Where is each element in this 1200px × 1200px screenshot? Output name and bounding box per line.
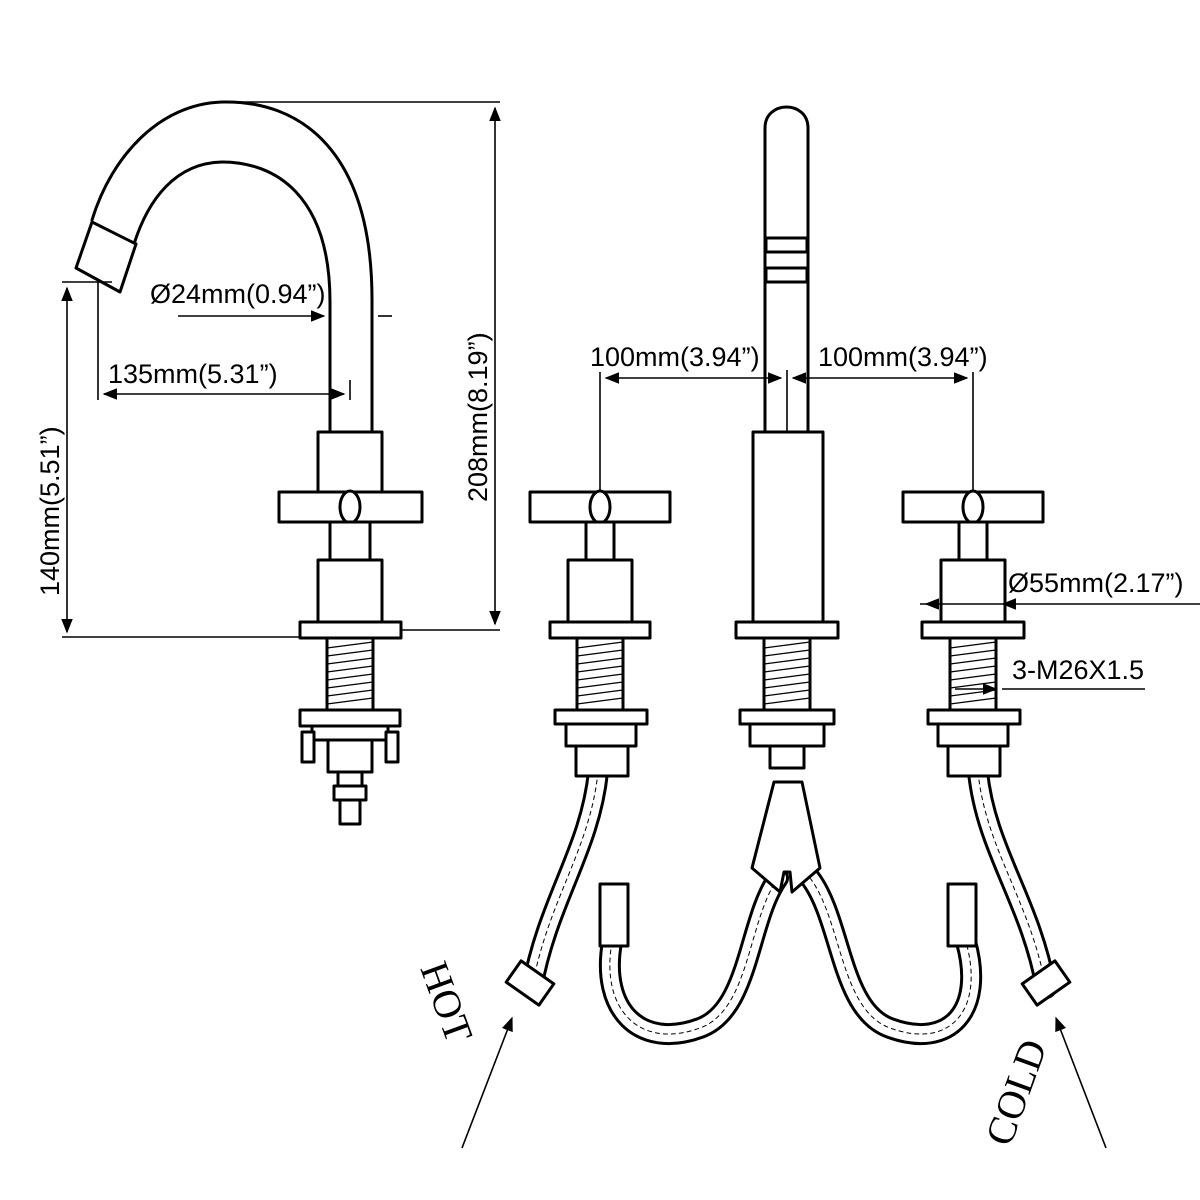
side-base-plate — [298, 620, 403, 640]
right-hose-ferrule — [946, 882, 978, 948]
spout-diameter-label: Ø24mm(0.94”) — [150, 279, 326, 309]
side-handle-cap — [338, 489, 362, 525]
side-connector — [336, 770, 364, 788]
right-base-plate — [920, 620, 1026, 640]
left-base-plate — [548, 620, 652, 640]
right-nut-plate — [926, 708, 1022, 726]
side-connector-ring — [332, 784, 368, 802]
side-bolt-right — [384, 730, 400, 764]
spout-ring-top — [764, 236, 809, 254]
side-view-faucet — [74, 100, 424, 826]
spout-base-plate — [734, 620, 840, 640]
spout-tip — [74, 220, 138, 294]
center-left-label: 100mm(3.94”) — [590, 342, 760, 372]
inlet-arrows — [461, 1016, 1107, 1149]
thread-spec-label: 3-M26X1.5 — [1012, 655, 1144, 685]
spout-body — [751, 430, 825, 624]
right-outlet-block — [946, 744, 1002, 778]
y-splitter — [750, 780, 822, 894]
spout-thread — [762, 636, 812, 712]
handle-diameter-label: Ø55mm(2.17”) — [1008, 568, 1184, 598]
left-valve — [504, 489, 672, 1007]
left-nut — [564, 722, 638, 748]
spout-connector — [768, 744, 806, 770]
side-bolt-left — [300, 730, 316, 764]
spout-nut — [748, 722, 826, 748]
spout-inner-curve — [132, 160, 332, 434]
left-outlet-block — [574, 744, 630, 778]
spout-nut-plate — [738, 708, 836, 726]
total-height-label: 208mm(8.19”) — [463, 332, 493, 502]
hot-label: HOT — [412, 956, 482, 1049]
side-connector-tip — [338, 798, 362, 826]
side-nut — [326, 738, 374, 774]
right-thread — [948, 636, 998, 712]
side-stem — [328, 520, 372, 562]
cold-fitting — [1020, 959, 1072, 1007]
left-handle-cap — [588, 489, 612, 525]
supply-hoses — [521, 761, 1057, 1045]
hot-fitting — [504, 959, 556, 1007]
left-body — [566, 558, 634, 624]
left-hose-ferrule — [598, 882, 630, 948]
left-stem — [584, 520, 616, 562]
front-dimensions — [599, 370, 1200, 695]
side-washer — [310, 724, 390, 742]
spout-height-label: 140mm(5.51”) — [35, 426, 65, 596]
cold-label: COLD — [976, 1033, 1056, 1151]
reach-label: 135mm(5.31”) — [108, 359, 278, 389]
right-stem — [957, 520, 989, 562]
spout-ring-bottom — [764, 266, 809, 284]
side-dimensions — [61, 101, 501, 638]
right-nut — [936, 722, 1010, 748]
left-nut-plate — [553, 708, 649, 726]
side-body-upper — [316, 430, 384, 494]
side-nut-plate — [298, 708, 402, 728]
right-handle-cap — [961, 489, 985, 525]
right-body — [939, 558, 1007, 624]
center-right-label: 100mm(3.94”) — [818, 342, 988, 372]
side-body-lower — [316, 558, 384, 624]
center-spout — [734, 105, 840, 894]
right-valve — [901, 489, 1072, 1007]
